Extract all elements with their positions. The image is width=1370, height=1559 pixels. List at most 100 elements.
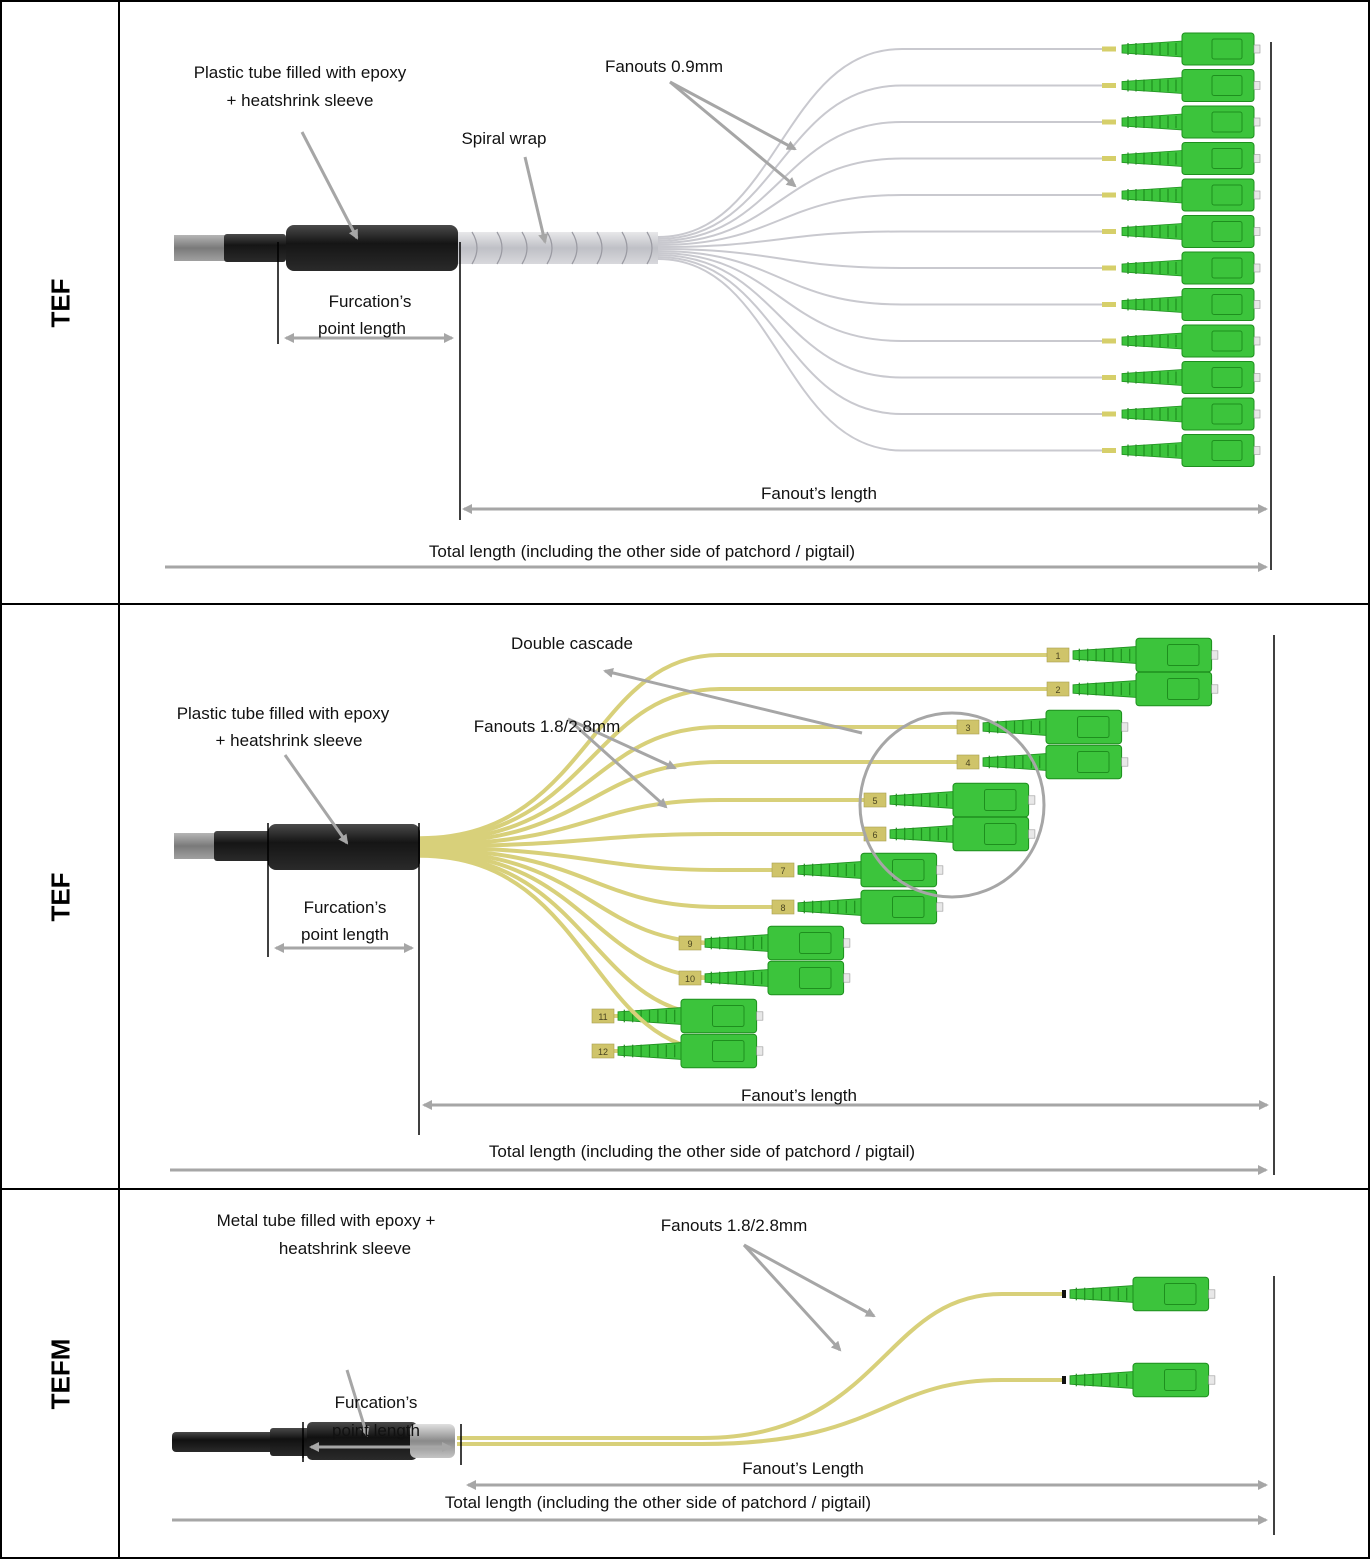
fiber-number: 10 [685,974,695,984]
sc-connector [704,925,851,961]
fiber-marker [1102,83,1116,88]
spiral-wrap [458,232,658,264]
dim-label-total: Total length (including the other side o… [429,542,855,561]
callout-arrow-fanout-b [669,80,797,188]
double-cascade-highlight [858,711,1046,899]
fiber-number: 12 [598,1047,608,1057]
callout-arrow-fanout-b [566,717,668,809]
fiber [657,252,1102,342]
fiber [457,1378,1062,1446]
callout-arrow-fanout-b [742,1243,842,1352]
sc-connector [889,782,1036,818]
fiber [657,258,1102,452]
fiber-number: 4 [965,758,970,768]
fiber [419,847,772,909]
sc-connector [1121,178,1261,212]
callout-fanouts: Fanouts 1.8/2.8mm [474,717,620,736]
callout-spiral: Spiral wrap [461,129,546,148]
sc-connector [1072,637,1219,673]
sc-connector [1121,105,1261,139]
sc-connector [704,960,851,996]
callout-arrow-tube [283,754,349,845]
fiber-bundle [657,32,1261,467]
dim-label-furcation-line2: point length [301,925,389,944]
callout-arrow-fanout-a [743,1243,876,1318]
fiber-marker [1102,338,1116,344]
callout-arrow-cascade [603,668,863,735]
sc-connector [1121,251,1261,285]
heatshrink-sleeve [214,831,274,861]
sc-connector [1121,361,1261,394]
fiber [657,248,1102,269]
sc-connector [1072,671,1219,707]
callout-tube-line1: Plastic tube filled with epoxy [194,63,407,82]
sc-connector [1121,324,1261,358]
callout-arrow-spiral [523,156,549,244]
callout-tube-line2: heatshrink sleeve [279,1239,411,1258]
fiber [657,48,1102,238]
fiber-number: 9 [687,939,692,949]
dim-label-furcation-line1: Furcation’s [335,1393,418,1412]
fiber [657,194,1102,246]
furcation-tube [286,225,458,271]
sc-connector [1069,1362,1216,1398]
fiber-marker [1062,1290,1066,1298]
fiber-number-tag: 7 [771,862,795,878]
callout-arrow-fanout-a [669,80,797,151]
fiber-number: 8 [780,903,785,913]
dim-label-furcation-line1: Furcation’s [304,898,387,917]
callout-arrow-fanout-a [567,717,677,770]
fiber-marker [1102,156,1116,161]
fiber [419,760,957,845]
fiber-number-tag: 5 [863,792,887,808]
fiber [657,157,1102,244]
sc-connector [889,816,1036,852]
fiber [657,230,1102,248]
fiber [657,84,1102,240]
fiber [419,687,1047,842]
fiber-number: 5 [872,796,877,806]
dim-label-fanout: Fanout’s length [741,1086,857,1105]
fiber-number-tag: 12 [591,1043,615,1059]
fiber [419,849,721,945]
callout-fanouts: Fanouts 0.9mm [605,57,723,76]
sc-connector [1121,69,1261,102]
fiber-marker [1102,411,1116,417]
callout-arrow-tube [300,131,359,240]
fiber-marker [1102,119,1116,125]
fiber-number-tag: 4 [956,754,980,770]
callout-cascade: Double cascade [511,634,633,653]
sc-connector [1121,288,1261,321]
fiber-marker [1102,192,1116,198]
dim-label-fanout: Fanout’s length [761,484,877,503]
fiber-marker [1102,375,1116,380]
row-tefm: TEFM [0,1190,1370,1559]
furcation-tube [268,824,420,870]
fiber-bundle [457,1276,1216,1446]
dim-label-fanout: Fanout’s Length [742,1459,864,1478]
sc-connector [1121,397,1261,431]
sc-connector [1069,1276,1216,1312]
callout-tube-line2: + heatshrink sleeve [227,91,374,110]
fiber-number-tag: 2 [1046,681,1070,697]
dim-label-total: Total length (including the other side o… [445,1493,871,1512]
fiber [419,798,864,847]
sc-connector [1121,215,1261,248]
fiber-number: 1 [1055,651,1060,661]
row-label-cell: TEF [2,2,120,603]
fiber [657,256,1102,415]
fiber [457,1292,1062,1440]
fiber [657,254,1102,379]
sc-connector [1121,434,1261,467]
fiber-number-tag: 8 [771,899,795,915]
dim-label-furcation-line1: Furcation’s [329,292,412,311]
fiber-number-tag: 10 [678,970,702,986]
row-label-cell: TEF [2,605,120,1188]
fiber-marker [1102,46,1116,52]
fiber-marker [1102,448,1116,453]
dim-label-furcation-line2: point length [318,319,406,338]
fiber-number: 2 [1055,685,1060,695]
